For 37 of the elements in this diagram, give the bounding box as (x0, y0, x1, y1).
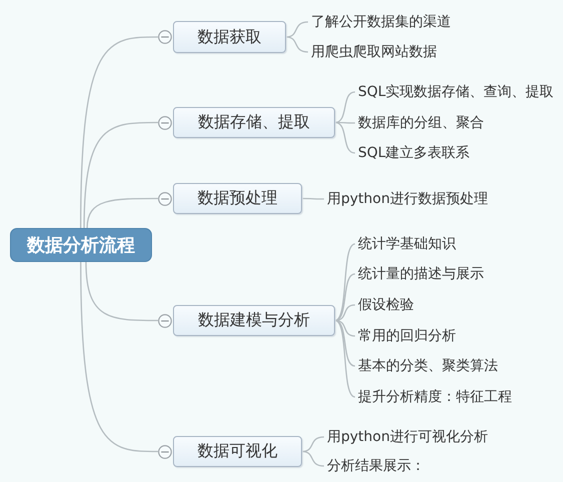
subtopic-text: 提升分析精度：特征工程 (355, 388, 512, 406)
connector-line (334, 91, 356, 124)
connector-line (83, 122, 158, 228)
connector-line (286, 36, 308, 53)
subtopic-text: 了解公开数据集的渠道 (308, 13, 451, 31)
subtopic-text: 常用的回归分析 (355, 327, 456, 345)
connector-line (80, 262, 158, 452)
topic-box: 数据可视化 (173, 436, 302, 467)
connector-line (86, 198, 158, 228)
connector-line (334, 273, 356, 322)
connector-line (335, 122, 355, 124)
subtopic-text: 分析结果展示： (324, 457, 425, 475)
subtopic-text: SQL建立多表联系 (355, 144, 470, 162)
topic-box: 数据存储、提取 (173, 107, 335, 138)
subtopic-text: 统计学基础知识 (355, 235, 456, 253)
connector-line (80, 36, 158, 228)
connector-line (302, 436, 324, 452)
connector-line (302, 450, 324, 467)
subtopic-text: 基本的分类、聚类算法 (355, 357, 498, 375)
connector-line (334, 320, 356, 398)
connector-line (334, 122, 356, 154)
topic-box: 数据预处理 (173, 183, 302, 214)
subtopic-text: 用爬虫爬取网站数据 (308, 43, 437, 61)
subtopic-text: 用python进行数据预处理 (324, 190, 488, 208)
topic-box: 数据建模与分析 (173, 305, 335, 336)
connector-line (334, 243, 356, 322)
connector-line (85, 262, 158, 322)
connector-line (302, 198, 324, 200)
subtopic-text: 用python进行可视化分析 (324, 428, 488, 446)
subtopic-text: 数据库的分组、聚合 (355, 114, 484, 132)
subtopic-text: 统计量的描述与展示 (355, 265, 484, 283)
central-topic-box: 数据分析流程 (10, 228, 152, 262)
connector-line (334, 320, 356, 367)
subtopic-text: 假设检验 (355, 296, 414, 314)
subtopic-text: SQL实现数据存储、查询、提取 (355, 83, 554, 101)
topic-box: 数据获取 (173, 21, 286, 53)
connector-line (286, 21, 308, 38)
